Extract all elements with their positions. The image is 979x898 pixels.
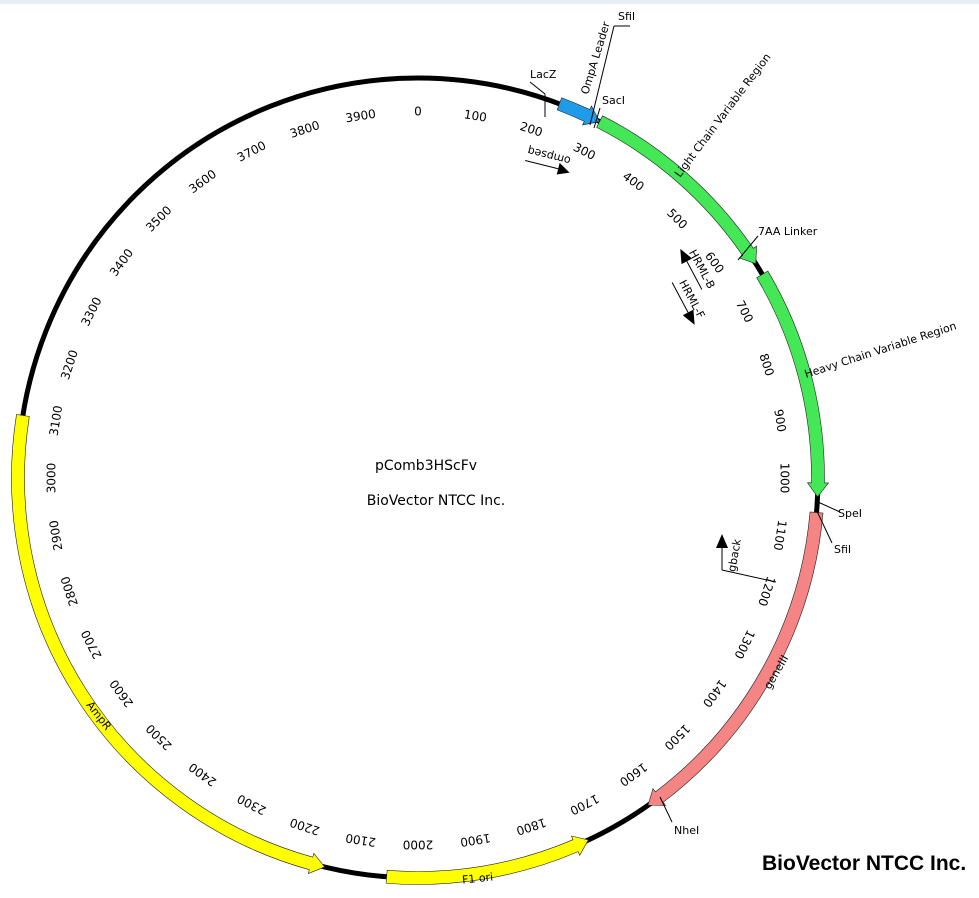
tick-label: 700 <box>733 298 756 325</box>
tick-label: 1100 <box>771 519 790 551</box>
tick-label: 3500 <box>143 203 174 234</box>
tick-label: 2100 <box>344 831 376 850</box>
feature-ompa-leader <box>556 97 601 126</box>
tick-label: 1600 <box>617 760 650 789</box>
feature-label: Heavy Chain Variable Region <box>803 319 958 380</box>
tick-label: 100 <box>463 107 488 124</box>
feature-ampr <box>11 414 326 875</box>
tick-label: 800 <box>756 352 776 378</box>
feature-label: Light Chain Variable Region <box>672 51 774 180</box>
tick-label: 400 <box>620 169 647 194</box>
tick-label: 3100 <box>47 404 66 436</box>
site-label-spei: SpeI <box>838 507 862 520</box>
feature-label: OmpA Leader <box>578 20 613 96</box>
site-linker: 7AA Linker <box>737 225 818 261</box>
tick-label: 2600 <box>107 677 136 710</box>
tick-label: 2400 <box>186 760 219 789</box>
brand-caption: BioVector NTCC Inc. <box>762 852 967 875</box>
tick-label: 1900 <box>459 831 491 850</box>
site-saci: SacI <box>593 94 625 129</box>
tick-label: 2800 <box>58 575 81 608</box>
site-sfi-top: SfiI <box>589 10 635 126</box>
feature-arcs <box>11 97 830 885</box>
primer-gback: gback <box>716 534 777 583</box>
feature-heavy-chain-variable-region <box>756 270 830 498</box>
site-nhei: NheI <box>659 796 699 837</box>
plasmid-name: pComb3HScFv <box>375 458 477 474</box>
tick-label: 200 <box>518 119 544 139</box>
tick-label: 300 <box>571 140 598 163</box>
tick-label: 1800 <box>515 815 548 838</box>
tick-label: 3200 <box>58 348 81 381</box>
primer-label-ompseq: ompseq <box>526 144 572 167</box>
tick-label: 1000 <box>778 463 792 494</box>
primer-label-gback: gback <box>725 537 744 572</box>
site-sfi-bottom: SfiI <box>814 506 851 556</box>
tick-label: 3400 <box>107 246 136 279</box>
tick-label: 1300 <box>731 628 757 662</box>
tick-label: 2200 <box>288 815 321 838</box>
tick-label: 900 <box>771 408 788 433</box>
feature-light-chain-variable-region <box>596 115 758 265</box>
tick-label: 2300 <box>235 791 269 817</box>
tick-label: 2500 <box>143 721 174 752</box>
site-lacz: LacZ <box>529 68 557 117</box>
site-label-sfi-top: SfiI <box>618 10 635 23</box>
tick-label: 1500 <box>661 721 692 752</box>
primer-ompseq: ompseq <box>525 144 572 175</box>
feature-label: F1 ori <box>461 870 493 886</box>
feature-f1-ori <box>385 835 589 885</box>
tick-label: 3800 <box>288 118 321 141</box>
tick-label: 0 <box>414 105 422 119</box>
tick-label: 1700 <box>568 791 602 817</box>
site-spei: SpeI <box>817 501 862 520</box>
site-label-lacz: LacZ <box>530 68 557 81</box>
tick-label: 3600 <box>186 167 219 196</box>
window-top-strip <box>0 0 979 4</box>
site-label-nhei: NheI <box>674 824 699 837</box>
tick-label: 2000 <box>403 838 434 852</box>
tick-label: 3000 <box>45 463 59 494</box>
tick-label: 2700 <box>78 628 104 662</box>
site-label-saci: SacI <box>602 94 625 107</box>
plasmid-company: BioVector NTCC Inc. <box>367 493 505 509</box>
site-label-linker: 7AA Linker <box>758 225 818 238</box>
tick-label: 3900 <box>344 107 376 126</box>
tick-label: 3700 <box>235 138 269 164</box>
feature-geneiii <box>647 511 824 806</box>
tick-label: 1400 <box>700 677 729 710</box>
tick-label: 2900 <box>47 519 66 551</box>
site-label-sfi-bottom: SfiI <box>834 543 851 556</box>
tick-label: 3300 <box>78 295 104 329</box>
tick-label: 500 <box>664 206 690 232</box>
